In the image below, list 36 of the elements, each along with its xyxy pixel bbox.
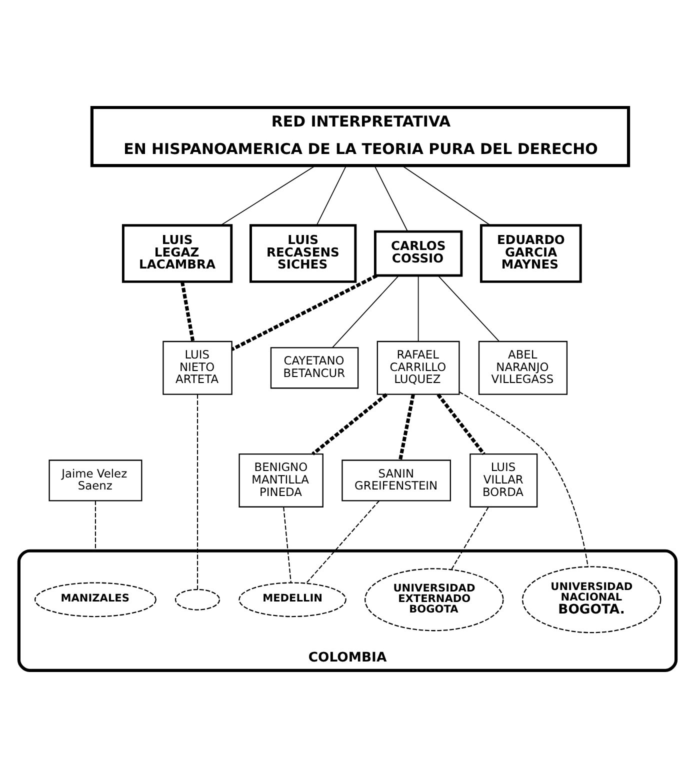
connector xyxy=(197,394,198,590)
node-box: RED INTERPRETATIVA EN HISPANOAMERICA DE LA TEORIA PURA DEL DERECHO xyxy=(90,105,630,167)
node-ellipse: UNIVERSIDAD EXTERNADO BOGOTA xyxy=(364,568,504,631)
node-box: LUIS LEGAZ LACAMBRA xyxy=(122,224,233,282)
connector xyxy=(283,506,292,582)
connector xyxy=(94,500,96,550)
node-ellipse: MEDELLIN xyxy=(238,582,346,617)
node-box: EDUARDO GARCIA MAYNES xyxy=(480,224,582,282)
connector xyxy=(459,390,588,566)
node-box: LUIS RECASENS SICHES xyxy=(250,224,357,282)
connector xyxy=(220,164,316,226)
connector xyxy=(436,392,486,455)
node-box: Jaime Velez Saenz xyxy=(48,459,142,501)
node-box: ABEL NARANJO VILLEGASS xyxy=(478,340,568,394)
connector xyxy=(306,500,380,583)
connector xyxy=(312,392,388,455)
node-box: LUIS NIETO ARTETA xyxy=(162,340,232,394)
connector xyxy=(374,164,408,232)
connector xyxy=(451,506,489,570)
node-ellipse: MANIZALES xyxy=(34,582,156,617)
connector xyxy=(402,164,491,226)
node-box: BENIGNO MANTILLA PINEDA xyxy=(238,453,324,507)
node-ellipse: UNIVERSIDAD NACIONAL BOGOTA. xyxy=(522,566,662,633)
connector xyxy=(398,394,415,460)
connector xyxy=(332,274,400,348)
node-ellipse xyxy=(174,588,220,610)
node-box: CARLOS COSSIO xyxy=(374,230,463,276)
node-box: RAFAEL CARRILLO LUQUEZ xyxy=(376,340,460,394)
connector xyxy=(316,164,347,226)
connector xyxy=(180,281,195,342)
node-box: SANIN GREIFENSTEIN xyxy=(342,459,451,501)
connector xyxy=(418,274,419,342)
connector xyxy=(438,274,500,342)
node-box: CAYETANO BETANCUR xyxy=(270,346,359,388)
connector xyxy=(231,274,378,350)
node-box: LUIS VILLAR BORDA xyxy=(470,453,538,507)
